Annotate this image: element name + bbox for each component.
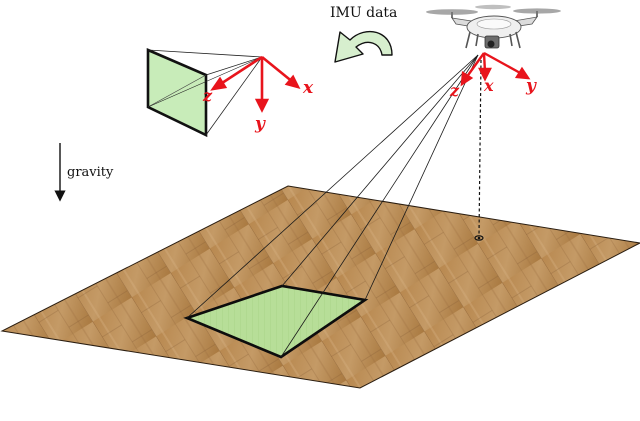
drone-icon bbox=[426, 4, 561, 49]
image-plane bbox=[146, 48, 208, 138]
drone-axis-z-label: z bbox=[449, 81, 460, 100]
nadir-point bbox=[474, 235, 484, 241]
camera-axes bbox=[210, 55, 301, 113]
drone-axis-y-label: y bbox=[525, 76, 537, 96]
wooden-floor bbox=[0, 185, 640, 389]
drone-axis-x-label: x bbox=[483, 76, 494, 95]
camera-icon bbox=[146, 48, 263, 138]
gravity-label: gravity bbox=[67, 165, 114, 180]
nadir-line bbox=[478, 59, 482, 237]
camera-axis-z-label: z bbox=[202, 86, 213, 105]
imu-data-label: IMU data bbox=[330, 5, 397, 21]
drone-axes bbox=[460, 51, 531, 87]
rotation-arrow-icon bbox=[334, 30, 393, 63]
camera-axis-x-label: x bbox=[302, 78, 314, 98]
view-rays bbox=[186, 54, 479, 358]
camera-axis-y-label: y bbox=[254, 114, 266, 134]
